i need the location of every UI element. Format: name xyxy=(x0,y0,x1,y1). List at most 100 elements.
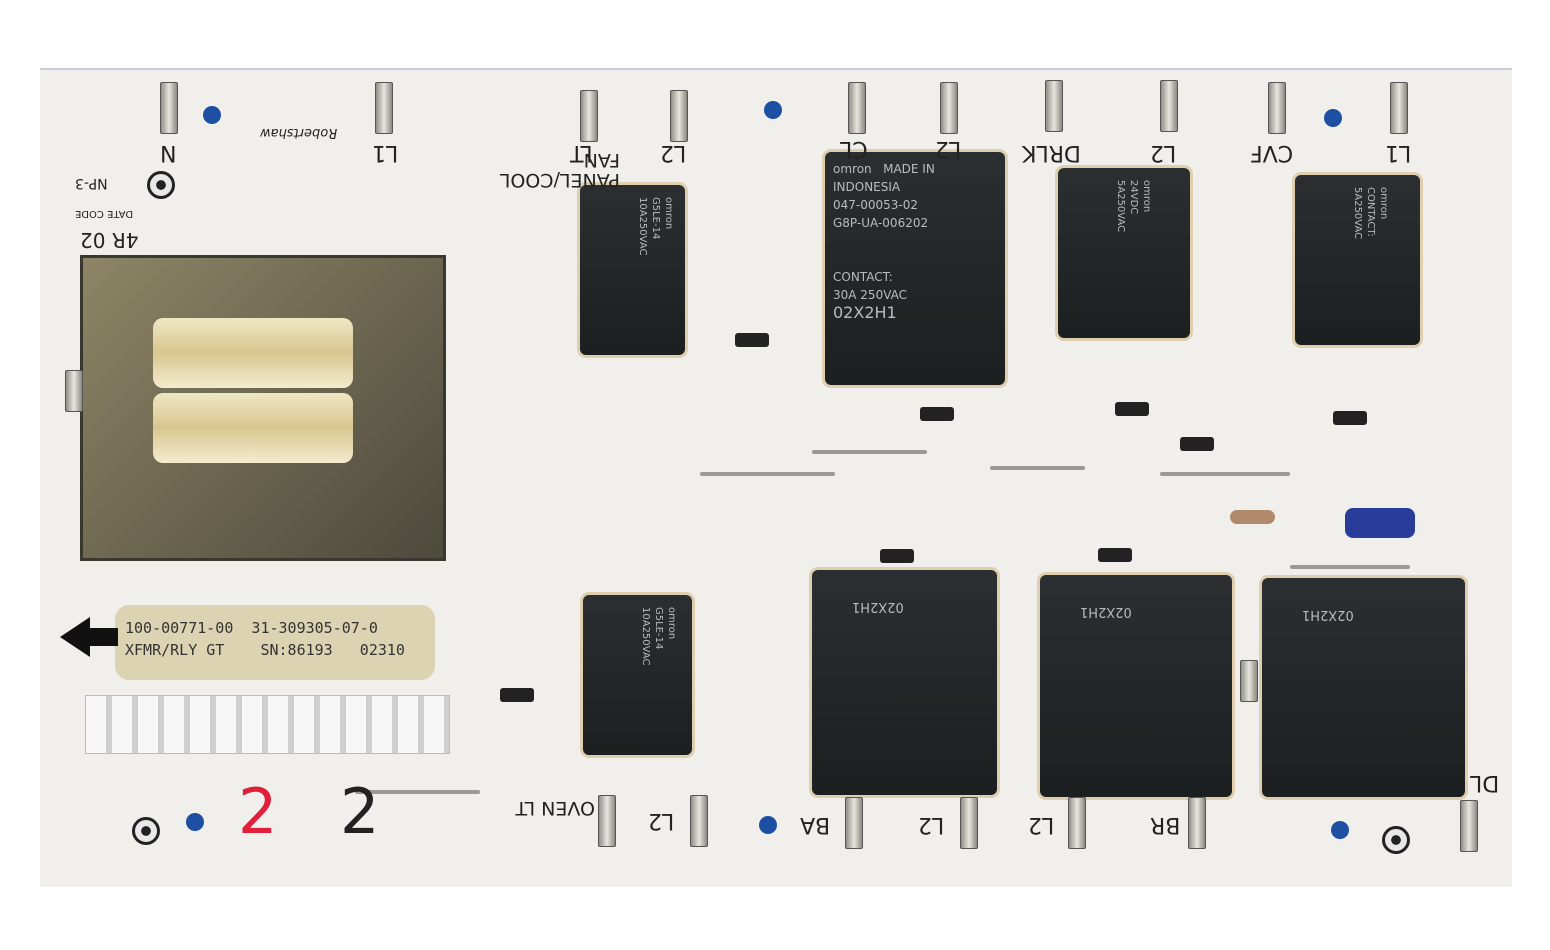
terminal-tab xyxy=(848,82,866,134)
relay-rating: 10A250VAC xyxy=(640,607,651,666)
relay-contact: CONTACT: xyxy=(833,270,893,284)
diode xyxy=(500,688,534,702)
relay-contact: CONTACT: xyxy=(1365,187,1376,237)
terminal-tab xyxy=(375,82,393,134)
diode xyxy=(1115,402,1149,416)
relay-large: 02X2H1 xyxy=(1262,578,1465,797)
terminal-tab xyxy=(670,90,688,142)
relay-model: G5LE-14 xyxy=(653,607,664,650)
relay-part: 047-00053-02 xyxy=(833,198,919,212)
terminal-tab xyxy=(690,795,708,847)
terminal-tab xyxy=(1240,660,1258,702)
label-l2: L2 xyxy=(648,808,675,833)
ground-screw xyxy=(1382,826,1410,854)
mounting-hole xyxy=(1331,821,1349,839)
label-oven-lt: OVEN LT xyxy=(515,797,595,819)
handwritten-number-red: 2 xyxy=(238,775,278,848)
label-cl: CL xyxy=(840,136,868,161)
capacitor xyxy=(1345,508,1415,538)
transformer xyxy=(80,255,446,561)
relay-model: G8P-UA-006202 xyxy=(833,216,929,230)
ground-screw xyxy=(147,171,175,199)
label-np3: NP-3 xyxy=(75,175,108,191)
jumper-wire xyxy=(1160,472,1290,476)
label-l2: L2 xyxy=(1028,812,1055,837)
mounting-hole xyxy=(1324,109,1342,127)
label-l2: L2 xyxy=(918,812,945,837)
relay-origin: MADE IN INDONESIA xyxy=(833,162,935,194)
label-n: N xyxy=(160,140,177,165)
relay-brand: omron xyxy=(666,607,677,640)
relay-code: 02X2H1 xyxy=(833,303,897,322)
mounting-hole xyxy=(759,816,777,834)
sticker-line-1: 100-00771-00 31-309305-07-0 xyxy=(125,619,378,637)
label-ba: BA xyxy=(800,812,831,837)
transformer-coil xyxy=(153,318,353,388)
relay-large: 02X2H1 xyxy=(1040,575,1232,797)
terminal-tab xyxy=(1045,80,1063,132)
terminal-tab xyxy=(1460,800,1478,852)
label-l2: L2 xyxy=(935,136,962,161)
handwritten-number-black: 2 xyxy=(340,775,380,848)
relay-brand: omron xyxy=(1141,180,1152,213)
label-l1: L1 xyxy=(372,140,399,165)
label-date-code: DATE CODE xyxy=(75,208,134,219)
relay-model: G5LE-14 xyxy=(650,197,661,240)
jumper-wire xyxy=(1290,565,1410,569)
jumper-wire xyxy=(812,450,927,454)
relay-rating: 10A250VAC xyxy=(637,197,648,256)
jumper-wire xyxy=(700,472,835,476)
label-panel-cool-fan: PANEL/COOL FAN xyxy=(499,149,620,191)
relay-small: omron G5LE-14 10A250VAC xyxy=(583,595,692,755)
part-label-sticker: 100-00771-00 31-309305-07-0 XFMR/RLY GT … xyxy=(115,605,435,680)
label-br: BR xyxy=(1150,812,1181,837)
jumper-wire xyxy=(355,790,480,794)
terminal-tab xyxy=(160,82,178,134)
terminal-tab xyxy=(65,370,83,412)
arrow-shaft xyxy=(88,628,118,646)
label-date-value: 4R 02 xyxy=(80,228,139,252)
diode xyxy=(920,407,954,421)
transformer-coil xyxy=(153,393,353,463)
terminal-tab xyxy=(1068,797,1086,849)
label-drlk: DRLK xyxy=(1022,140,1081,165)
relay-large: 02X2H1 xyxy=(812,570,997,795)
terminal-tab xyxy=(580,90,598,142)
relay-brand: omron xyxy=(663,197,674,230)
relay-rating: 30A 250VAC xyxy=(833,288,908,302)
diode xyxy=(1180,437,1214,451)
label-l2: L2 xyxy=(1150,140,1177,165)
relay-coil: 24VDC xyxy=(1128,180,1139,215)
relay-code: 02X2H1 xyxy=(1302,607,1354,622)
mounting-hole xyxy=(186,813,204,831)
relay-rating: 5A250VAC xyxy=(1352,187,1363,240)
relay-rating: 5A250VAC xyxy=(1115,180,1126,233)
diode xyxy=(735,333,769,347)
relay-small: omron 24VDC 5A250VAC xyxy=(1058,168,1190,338)
mounting-hole xyxy=(203,106,221,124)
terminal-tab xyxy=(940,82,958,134)
terminal-tab xyxy=(1390,82,1408,134)
label-l1: L1 xyxy=(1385,140,1412,165)
terminal-tab xyxy=(598,795,616,847)
resistor xyxy=(1230,510,1275,524)
diode xyxy=(1098,548,1132,562)
ground-screw xyxy=(132,817,160,845)
maker-logo: Robertshaw xyxy=(260,125,338,140)
terminal-tab xyxy=(960,797,978,849)
jumper-wire xyxy=(990,466,1085,470)
label-dl: DL xyxy=(1470,770,1500,795)
terminal-tab xyxy=(1268,82,1286,134)
relay-brand: omron xyxy=(1378,187,1389,220)
ribbon-connector xyxy=(85,695,450,754)
terminal-tab xyxy=(1160,80,1178,132)
relay-small: omron CONTACT: 5A250VAC xyxy=(1295,175,1420,345)
label-cvf: CVF xyxy=(1250,140,1294,165)
mounting-hole xyxy=(764,101,782,119)
terminal-tab xyxy=(1188,797,1206,849)
diode xyxy=(880,549,914,563)
relay-code: 02X2H1 xyxy=(852,599,904,614)
relay-brand: omron xyxy=(833,162,872,176)
arrow-icon xyxy=(60,617,90,657)
relay-large: omron MADE IN INDONESIA 047-00053-02 G8P… xyxy=(825,152,1005,385)
